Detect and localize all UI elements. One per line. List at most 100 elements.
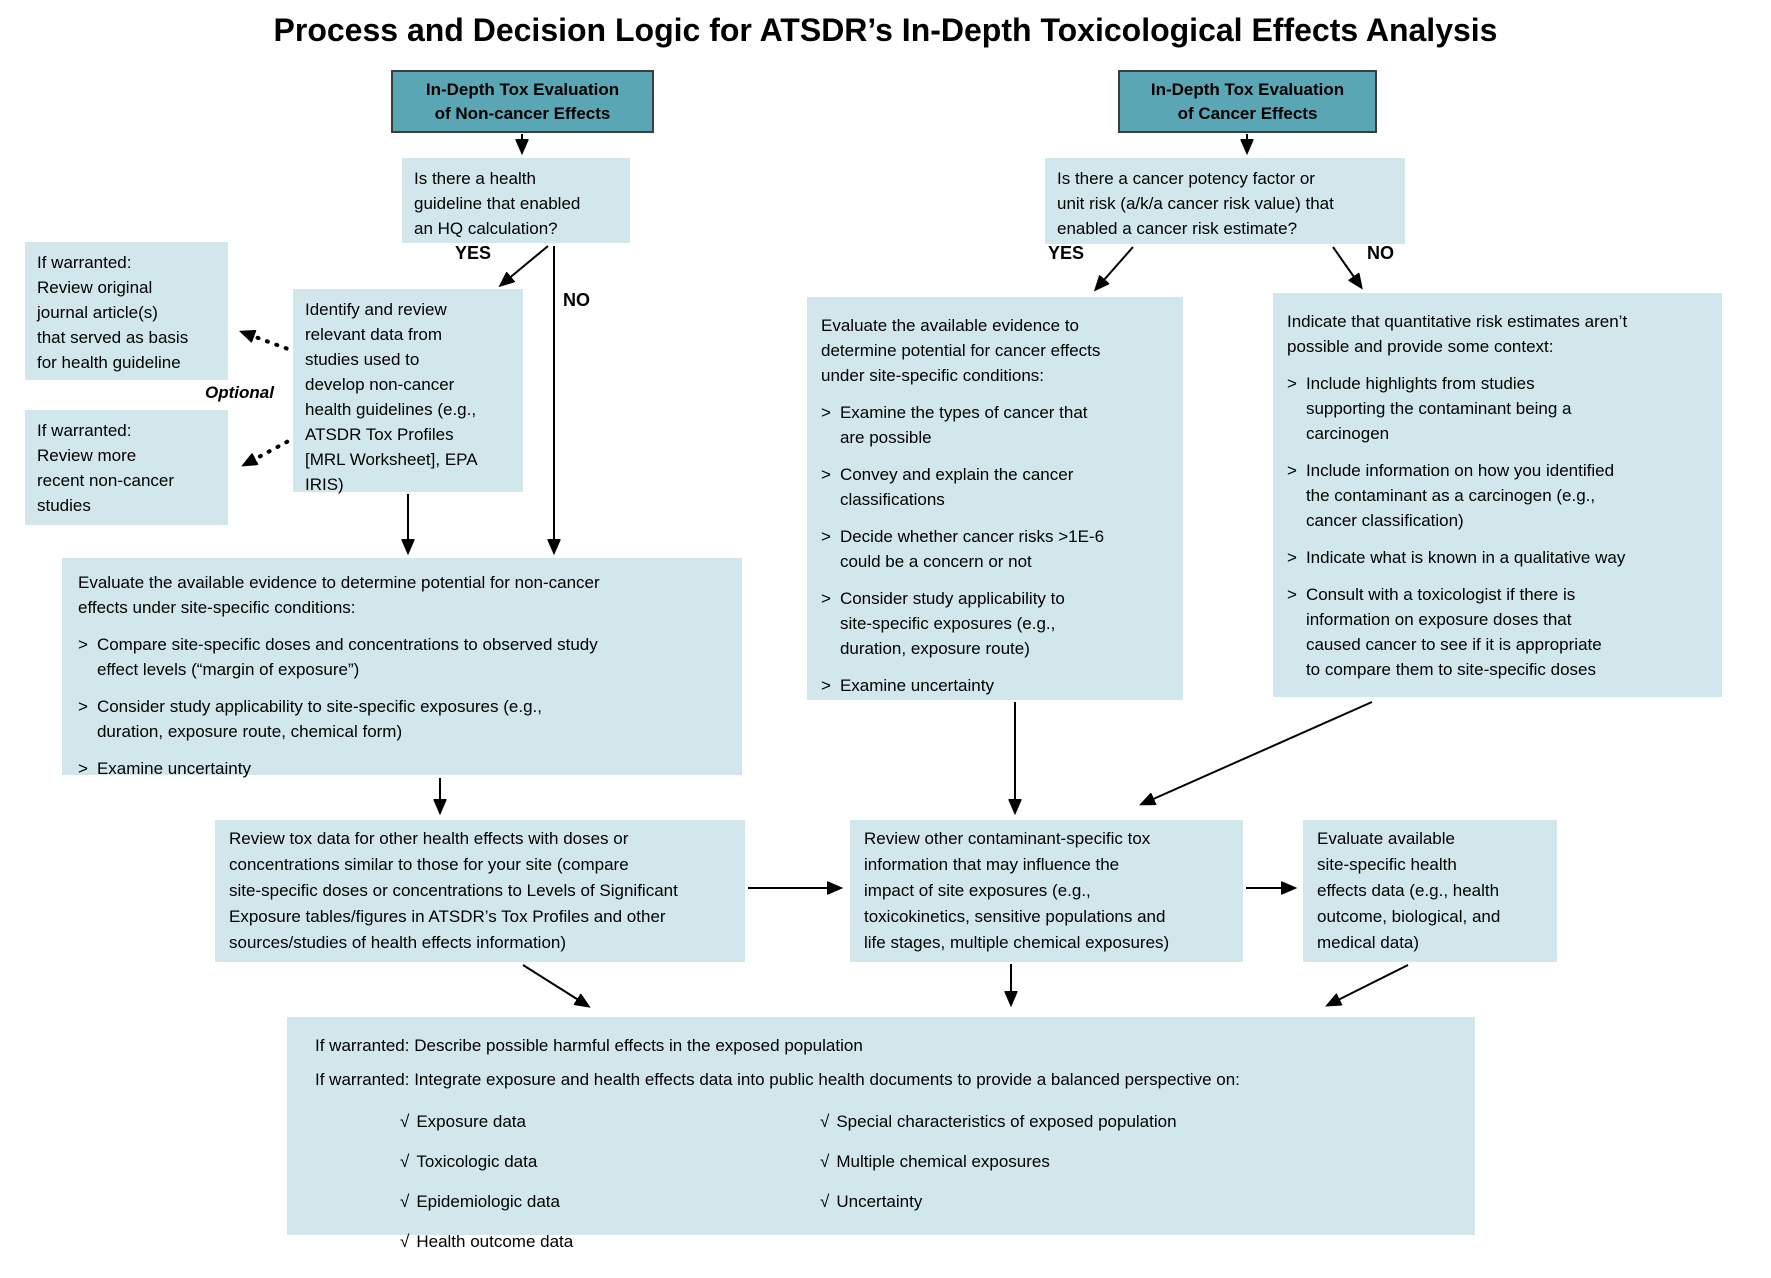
bullet-marker: > — [821, 676, 831, 695]
question-cancer-text: Is there a cancer potency factor or unit… — [1057, 169, 1334, 238]
bullet-marker: > — [821, 403, 831, 422]
header-noncancer: In-Depth Tox Evaluation of Non-cancer Ef… — [391, 70, 654, 133]
check-mark: √ — [400, 1192, 410, 1211]
check-mark: √ — [400, 1232, 410, 1251]
final-box: If warranted: Describe possible harmful … — [287, 1017, 1475, 1251]
header-cancer: In-Depth Tox Evaluation of Cancer Effect… — [1118, 70, 1377, 133]
bullet-marker: > — [1287, 548, 1297, 567]
arrow-yes-noncancer — [501, 245, 549, 285]
bullet-item: > Examine the types of cancer that are p… — [821, 400, 1169, 450]
check-item: √ Epidemiologic data — [400, 1189, 820, 1215]
bullet-text: Examine uncertainty — [96, 759, 251, 778]
check-text: Toxicologic data — [416, 1152, 538, 1171]
check-text: Exposure data — [416, 1112, 526, 1131]
check-text: Special characteristics of exposed popul… — [836, 1112, 1177, 1131]
review-other-box: Review other contaminant-specific tox in… — [850, 820, 1243, 962]
bullet-item: > Convey and explain the cancer classifi… — [821, 462, 1169, 512]
label-optional: Optional — [205, 383, 274, 402]
bullet-item: > Consider study applicability to site-s… — [821, 586, 1169, 661]
check-text: Uncertainty — [836, 1192, 923, 1211]
bullet-text: Compare site-specific doses and concentr… — [96, 635, 598, 679]
check-item: √ Uncertainty — [820, 1189, 1177, 1215]
dashed-arrow-to-original-articles — [242, 332, 298, 354]
identify-review-box: Identify and review relevant data from s… — [293, 289, 523, 494]
bullet-item: > Consult with a toxicologist if there i… — [1287, 582, 1708, 682]
review-other-text: Review other contaminant-specific tox in… — [864, 829, 1170, 952]
bullet-text: Examine the types of cancer that are pos… — [839, 403, 1088, 447]
no-quant-context-box: Indicate that quantitative risk estimate… — [1273, 293, 1722, 697]
identify-review-text: Identify and review relevant data from s… — [305, 300, 478, 494]
label-no-cancer: NO — [1367, 243, 1394, 263]
bullet-text: Include information on how you identifie… — [1305, 461, 1615, 530]
check-item: √ Multiple chemical exposures — [820, 1149, 1177, 1175]
check-text: Health outcome data — [416, 1232, 574, 1251]
warranted-recent-box: If warranted: Review more recent non-can… — [25, 410, 228, 525]
bullet-marker: > — [1287, 374, 1297, 393]
check-item: √ Health outcome data — [400, 1229, 820, 1255]
question-noncancer: Is there a health guideline that enabled… — [402, 158, 630, 243]
check-item: √ Special characteristics of exposed pop… — [820, 1109, 1177, 1135]
bullet-marker: > — [78, 635, 88, 654]
arrow-reviewtox-to-final — [522, 964, 588, 1006]
check-mark: √ — [820, 1192, 830, 1211]
review-tox-box: Review tox data for other health effects… — [215, 820, 745, 962]
bullet-item: > Compare site-specific doses and concen… — [78, 632, 726, 682]
bullet-text: Decide whether cancer risks >1E-6 could … — [839, 527, 1105, 571]
check-mark: √ — [400, 1152, 410, 1171]
bullet-item: > Include information on how you identif… — [1287, 458, 1708, 533]
check-mark: √ — [820, 1112, 830, 1131]
warranted-original-text: If warranted: Review original journal ar… — [37, 253, 189, 372]
header-noncancer-label: In-Depth Tox Evaluation of Non-cancer Ef… — [425, 79, 620, 123]
bullet-marker: > — [78, 759, 88, 778]
bullet-item: > Consider study applicability to site-s… — [78, 694, 726, 744]
page-title: Process and Decision Logic for ATSDR’s I… — [273, 12, 1498, 48]
checklist-left: √ Exposure data √ Toxicologic data √ Epi… — [400, 1109, 820, 1269]
arrow-yes-cancer — [1096, 246, 1134, 289]
bullet-marker: > — [1287, 461, 1297, 480]
bullet-marker: > — [821, 465, 831, 484]
bullet-item: > Examine uncertainty — [78, 756, 726, 781]
bullet-item: > Decide whether cancer risks >1E-6 coul… — [821, 524, 1169, 574]
check-text: Epidemiologic data — [416, 1192, 560, 1211]
check-text: Multiple chemical exposures — [836, 1152, 1050, 1171]
bullet-item: > Include highlights from studies suppor… — [1287, 371, 1708, 446]
eval-site-text: Evaluate available site-specific health … — [1317, 829, 1501, 952]
eval-noncancer-intro: Evaluate the available evidence to deter… — [78, 573, 600, 617]
check-mark: √ — [400, 1112, 410, 1131]
bullet-marker: > — [78, 697, 88, 716]
bullet-text: Examine uncertainty — [839, 676, 994, 695]
no-quant-intro: Indicate that quantitative risk estimate… — [1287, 312, 1628, 356]
bullet-marker: > — [1287, 585, 1297, 604]
check-item: √ Exposure data — [400, 1109, 820, 1135]
arrow-no-cancer — [1332, 246, 1361, 287]
arrow-evalsite-to-final — [1328, 964, 1409, 1005]
label-yes-cancer: YES — [1048, 243, 1085, 263]
bullet-text: Include highlights from studies supporti… — [1305, 374, 1572, 443]
final-line2: If warranted: Integrate exposure and hea… — [315, 1070, 1240, 1089]
label-no-noncancer: NO — [563, 290, 590, 310]
eval-site-box: Evaluate available site-specific health … — [1303, 820, 1557, 962]
bullet-text: Consider study applicability to site-spe… — [96, 697, 542, 741]
final-line1: If warranted: Describe possible harmful … — [315, 1036, 863, 1055]
bullet-item: > Indicate what is known in a qualitativ… — [1287, 545, 1708, 570]
bullet-marker: > — [821, 589, 831, 608]
check-item: √ Toxicologic data — [400, 1149, 820, 1175]
final-checklists: √ Exposure data √ Toxicologic data √ Epi… — [315, 1109, 1475, 1269]
eval-cancer-intro: Evaluate the available evidence to deter… — [821, 316, 1101, 385]
eval-cancer-box: Evaluate the available evidence to deter… — [807, 297, 1183, 700]
warranted-original-box: If warranted: Review original journal ar… — [25, 242, 228, 380]
bullet-text: Convey and explain the cancer classifica… — [839, 465, 1074, 509]
bullet-text: Indicate what is known in a qualitative … — [1305, 548, 1626, 567]
bullet-item: > Examine uncertainty — [821, 673, 1169, 698]
header-cancer-label: In-Depth Tox Evaluation of Cancer Effect… — [1150, 79, 1345, 123]
check-mark: √ — [820, 1152, 830, 1171]
label-yes-noncancer: YES — [455, 243, 492, 263]
bullet-marker: > — [821, 527, 831, 546]
dashed-arrow-to-recent-studies — [244, 435, 298, 467]
checklist-right: √ Special characteristics of exposed pop… — [820, 1109, 1177, 1269]
bullet-text: Consult with a toxicologist if there is … — [1305, 585, 1602, 679]
arrow-noquant-to-reviewother — [1142, 701, 1373, 804]
review-tox-text: Review tox data for other health effects… — [229, 829, 678, 952]
question-noncancer-text: Is there a health guideline that enabled… — [414, 169, 581, 238]
